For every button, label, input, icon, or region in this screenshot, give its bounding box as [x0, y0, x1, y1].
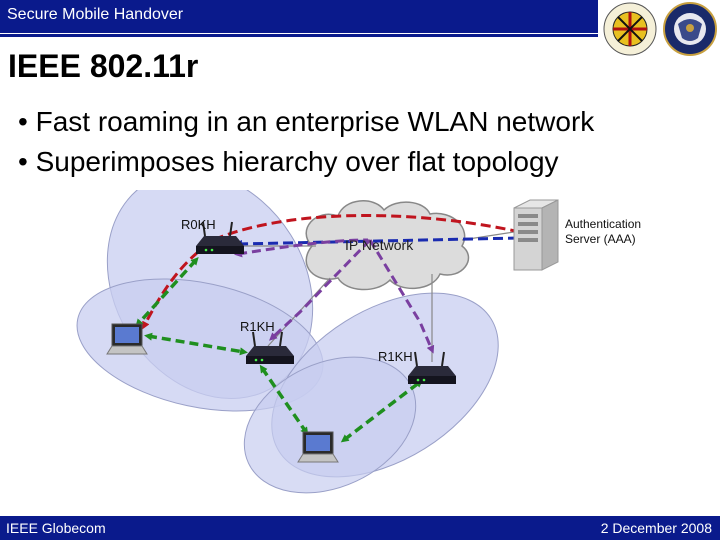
laptop-icon — [297, 431, 339, 463]
wireless-link-arrow — [340, 379, 424, 443]
key-flow-blue-arrow — [234, 234, 522, 248]
access-point-r1kh-icon — [408, 351, 456, 384]
roaming-diagram: R0KH IP Network Authentication Server (A… — [0, 170, 720, 515]
aaa-label-line1: Authentication — [565, 217, 641, 231]
laptop-icon — [106, 323, 148, 355]
aaa-label-line2: Server (AAA) — [565, 232, 636, 246]
title-underline — [0, 34, 598, 37]
key-flow-purple-arrow — [234, 238, 369, 258]
key-flow-purple-arrow — [269, 238, 372, 341]
bullet-item: • Superimposes hierarchy over flat topol… — [18, 146, 559, 177]
bullet-text: Fast roaming in an enterprise WLAN netwo… — [35, 106, 595, 137]
university-seal-logo — [603, 2, 657, 56]
key-flow-purple-arrow — [368, 239, 435, 354]
ip-network-label: IP Network — [345, 237, 414, 253]
r1kh-label: R1KH — [240, 319, 275, 334]
presentation-title: Secure Mobile Handover — [7, 6, 184, 23]
dod-seal-logo — [663, 2, 717, 56]
access-point-r1kh-icon — [246, 331, 294, 364]
title-bar: Secure Mobile Handover — [0, 0, 598, 33]
access-point-r0kh-icon — [196, 221, 244, 254]
footer-bar: IEEE Globecom 2 December 2008 — [0, 516, 720, 540]
bullet-item: • Fast roaming in an enterprise WLAN net… — [18, 106, 595, 137]
conference-name: IEEE Globecom — [6, 520, 106, 536]
bullet-text: Superimposes hierarchy over flat topolog… — [35, 146, 559, 177]
server-icon — [513, 199, 559, 271]
r0kh-label: R0KH — [181, 217, 216, 232]
wireless-link-arrow — [259, 364, 309, 436]
presentation-date: 2 December 2008 — [600, 520, 712, 536]
slide-title: IEEE 802.11r — [8, 48, 199, 84]
wireless-link-arrow — [135, 257, 199, 327]
logo-area — [598, 0, 720, 60]
bullet-list: • Fast roaming in an enterprise WLAN net… — [18, 102, 594, 182]
r1kh-label: R1KH — [378, 349, 413, 364]
wireless-link-arrow — [144, 332, 248, 356]
